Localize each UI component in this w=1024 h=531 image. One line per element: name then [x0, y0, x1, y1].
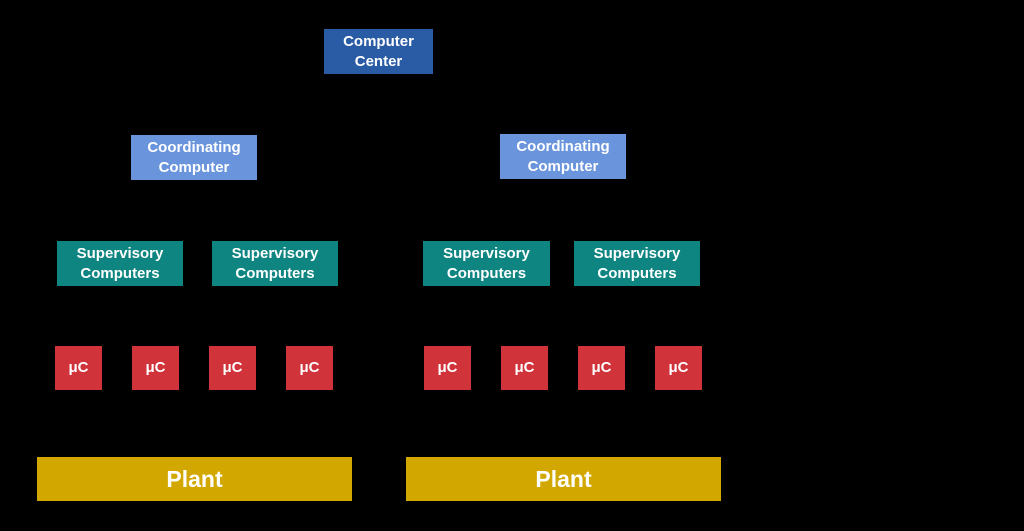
computer-center-box: Computer Center: [324, 29, 433, 74]
microcontroller-box: μC: [501, 346, 548, 390]
microcontroller-box: μC: [55, 346, 102, 390]
supervisory-computers-box: Supervisory Computers: [574, 241, 700, 286]
supervisory-computers-box: Supervisory Computers: [57, 241, 183, 286]
microcontroller-box: μC: [286, 346, 333, 390]
microcontroller-box: μC: [132, 346, 179, 390]
coordinating-computer-box: Coordinating Computer: [500, 134, 626, 179]
supervisory-computers-box: Supervisory Computers: [423, 241, 550, 286]
supervisory-computers-box: Supervisory Computers: [212, 241, 338, 286]
plant-box: Plant: [37, 457, 352, 501]
coordinating-computer-box: Coordinating Computer: [131, 135, 257, 180]
microcontroller-box: μC: [578, 346, 625, 390]
microcontroller-box: μC: [655, 346, 702, 390]
plant-box: Plant: [406, 457, 721, 501]
microcontroller-box: μC: [424, 346, 471, 390]
microcontroller-box: μC: [209, 346, 256, 390]
